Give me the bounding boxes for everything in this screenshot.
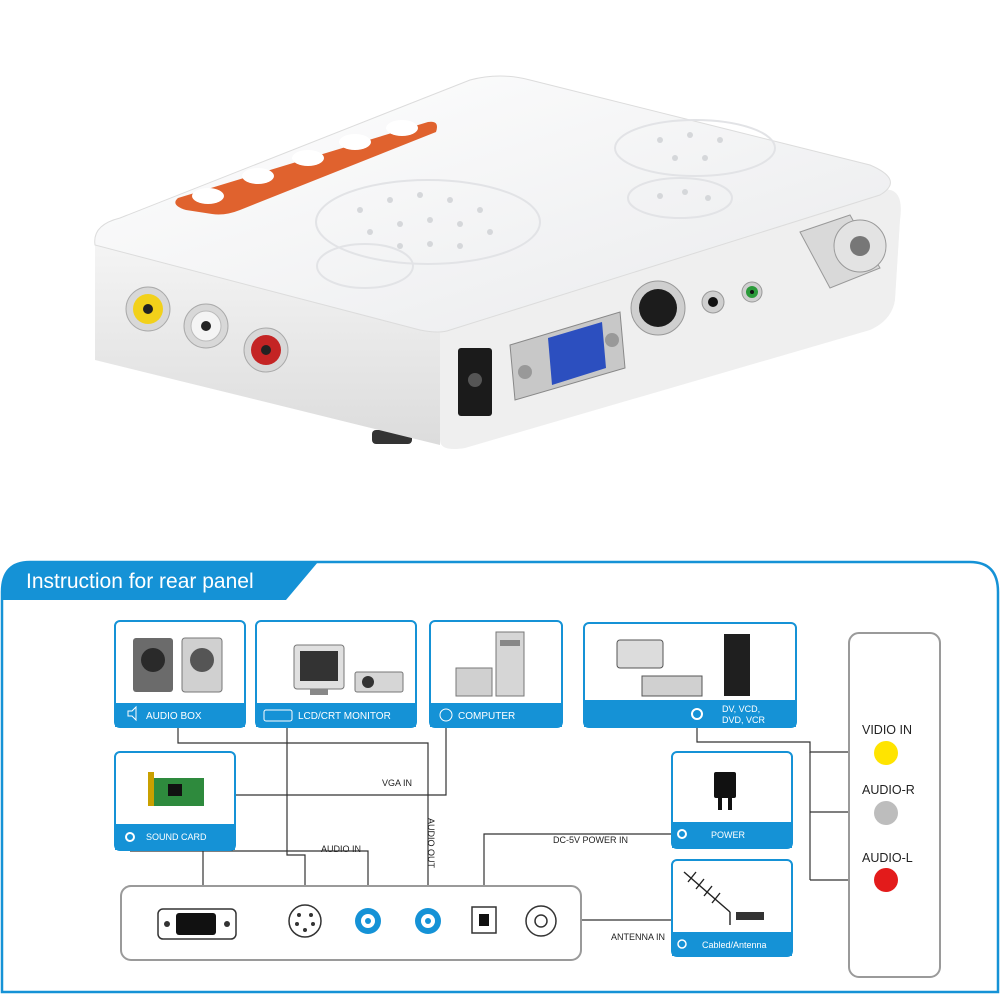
label-vga-in: VGA IN	[382, 778, 412, 788]
side-panel: VIDIO IN AUDIO-R AUDIO-L	[848, 632, 941, 978]
label-audio-out: AUDIO OUT	[426, 818, 436, 869]
front-panel-buttons[interactable]	[192, 120, 418, 204]
audio-box-card: AUDIO BOX	[114, 620, 246, 728]
monitor-label: LCD/CRT MONITOR	[298, 711, 391, 722]
dv-vcd-card: DV, VCD, DVD, VCR	[583, 622, 797, 728]
label-audio-in: AUDIO IN	[321, 844, 361, 854]
camcorder-icon	[616, 639, 664, 669]
audio-l-jack	[874, 868, 898, 892]
vga-port	[509, 311, 626, 401]
device-top-face	[94, 75, 891, 333]
antenna-icon	[683, 871, 731, 925]
vcr-icon	[641, 675, 703, 697]
dc-jack-icon	[677, 829, 687, 839]
audio-in-jack-icon	[355, 908, 381, 934]
audio-jack-green	[741, 281, 763, 303]
vga-icon	[263, 709, 293, 722]
rear-panel-box	[120, 885, 582, 961]
sound-card-label: SOUND CARD	[146, 832, 207, 842]
antenna-label: Cabled/Antenna	[702, 940, 767, 950]
banner-title: Instruction for rear panel	[26, 570, 254, 593]
video-in-jack	[874, 741, 898, 765]
dc-power-jack-icon	[471, 906, 497, 934]
s-video-port-icon	[288, 904, 322, 938]
computer-label: COMPUTER	[458, 711, 515, 722]
label-video-in: VIDIO IN	[862, 723, 912, 737]
dv-label-line2: DVD, VCR	[722, 715, 766, 725]
speaker-holes	[357, 132, 723, 249]
label-antenna-in: ANTENNA IN	[611, 932, 665, 942]
coax-plug-icon	[736, 912, 764, 920]
rca-jack-red	[243, 327, 289, 373]
rca-jack-white	[183, 303, 229, 349]
label-dc-power-in: DC-5V POWER IN	[553, 835, 628, 845]
console-icon	[724, 634, 750, 696]
antenna-card: Cabled/Antenna	[671, 859, 793, 957]
power-card: POWER	[671, 751, 793, 849]
ps2-port-icon	[439, 708, 453, 722]
rca-port-icon	[691, 708, 703, 720]
power-label: POWER	[711, 830, 746, 840]
s-video-port	[630, 280, 686, 336]
computer-card: COMPUTER	[429, 620, 563, 728]
antenna-port-icon	[525, 905, 557, 937]
audio-out-jack-icon	[415, 908, 441, 934]
product-photo	[94, 75, 901, 449]
sound-card-card: SOUND CARD	[114, 751, 236, 851]
antenna-connector	[799, 214, 887, 289]
label-audio-r: AUDIO-R	[862, 783, 915, 797]
speaker-grille	[315, 119, 776, 289]
audio-jack-icon	[125, 832, 135, 842]
button-strip	[175, 121, 438, 215]
speaker-icon	[127, 705, 137, 722]
audio-r-jack	[874, 801, 898, 825]
monitor-card: LCD/CRT MONITOR	[255, 620, 417, 728]
power-plug-icon	[714, 772, 736, 798]
rca-jack-yellow	[125, 286, 171, 332]
label-audio-l: AUDIO-L	[862, 851, 913, 865]
computer-icon	[455, 667, 493, 697]
audio-box-label: AUDIO BOX	[146, 711, 202, 722]
dv-label-line1: DV, VCD,	[722, 704, 760, 714]
banner-background	[2, 562, 318, 600]
vga-port-icon	[157, 908, 237, 940]
audio-jack-black	[701, 290, 725, 314]
